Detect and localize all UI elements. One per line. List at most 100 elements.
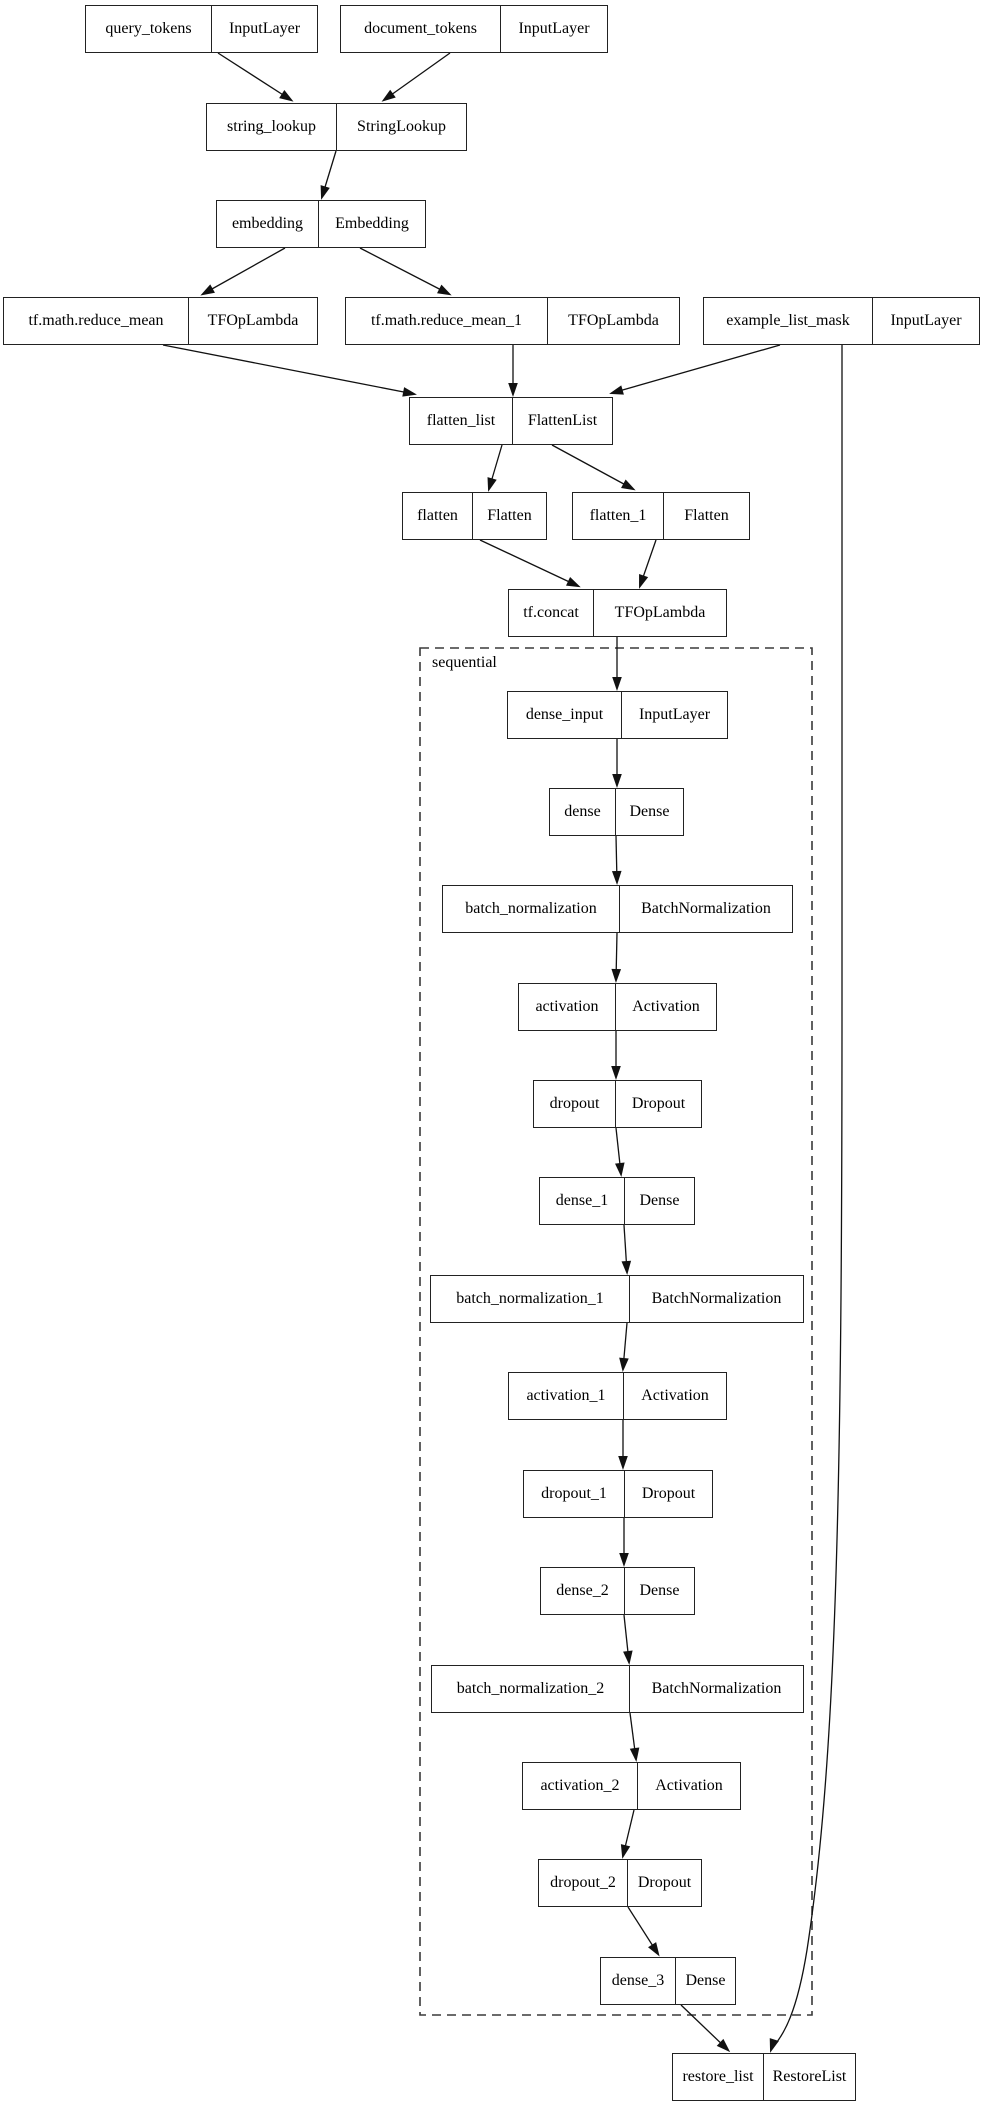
node-tf.concat: tf.concat TFOpLambda (508, 589, 727, 637)
layer-type-cell: InputLayer (638, 706, 711, 723)
node-dense_2: dense_2 Dense (540, 1567, 695, 1615)
edge-arrowhead (566, 576, 581, 588)
layer-name-cell: dropout (534, 1081, 616, 1127)
node-dropout: dropout Dropout (533, 1080, 702, 1128)
node-batch_normalization_2: batch_normalization_2 BatchNormalization (431, 1665, 804, 1713)
layer-type-cell: InputLayer (518, 20, 590, 37)
layer-name-cell: document_tokens (341, 6, 501, 52)
layer-type-cell: TFOpLambda (614, 604, 706, 621)
edge-example_list_mask-to-restore_list (771, 345, 843, 2049)
edge-query_tokens-to-string_lookup (217, 52, 292, 101)
edge-arrowhead (279, 90, 294, 102)
cluster-sequential-border (419, 647, 813, 2016)
edge-arrowhead (609, 385, 624, 395)
layer-type-cell: InputLayer (228, 20, 301, 37)
layer-type-cell: Dense (629, 803, 670, 820)
layer-type-cell: TFOpLambda (207, 312, 299, 329)
layer-type-cell: Activation (655, 1777, 723, 1794)
layer-type-cell: Flatten (487, 507, 532, 524)
layer-name-cell: dense_1 (540, 1178, 625, 1224)
cluster-label-sequential: sequential (432, 654, 497, 671)
layer-name-cell: flatten_1 (573, 493, 664, 539)
edge-arrowhead (621, 1260, 632, 1275)
edge-arrowhead (200, 284, 215, 296)
node-dropout_1: dropout_1 Dropout (523, 1470, 713, 1518)
node-document_tokens: document_tokens InputLayer (340, 5, 608, 53)
edge-arrowhead (769, 2038, 779, 2053)
layer-name-cell: restore_list (673, 2054, 764, 2100)
node-embedding: embedding Embedding (216, 200, 426, 248)
edge-arrowhead (623, 1650, 633, 1665)
node-dense: dense Dense (549, 788, 684, 836)
edge-arrowhead (611, 870, 622, 885)
layer-type-cell: BatchNormalization (651, 1290, 782, 1307)
layer-name-cell: string_lookup (207, 104, 337, 150)
node-batch_normalization: batch_normalization BatchNormalization (442, 885, 793, 933)
layer-name-cell: flatten (403, 493, 473, 539)
node-activation_2: activation_2 Activation (522, 1762, 741, 1810)
layer-type-cell: Embedding (335, 215, 409, 232)
layer-name-cell: dense_2 (541, 1568, 625, 1614)
node-dense_3: dense_3 Dense (600, 1957, 736, 2005)
layer-type-cell: Dense (639, 1582, 680, 1599)
layer-type-cell: Dropout (631, 1095, 686, 1112)
edge-arrowhead (619, 1357, 629, 1372)
layer-type-cell: RestoreList (772, 2068, 847, 2085)
edge-tf.math.reduce_mean-to-flatten_list (162, 344, 415, 395)
edge-arrowhead (629, 1747, 640, 1762)
layer-name-cell: tf.concat (509, 590, 594, 636)
layer-name-cell: dense_input (508, 692, 622, 738)
node-tf.math.reduce_mean: tf.math.reduce_mean TFOpLambda (3, 297, 318, 345)
edge-arrowhead (612, 677, 622, 691)
edge-arrowhead (508, 383, 518, 397)
layer-name-cell: activation_2 (523, 1763, 638, 1809)
node-tf.math.reduce_mean_1: tf.math.reduce_mean_1 TFOpLambda (345, 297, 680, 345)
edge-arrowhead (381, 89, 396, 102)
layer-name-cell: activation_1 (509, 1373, 624, 1419)
edge-arrowhead (619, 1553, 629, 1567)
edge-arrowhead (402, 387, 417, 397)
layer-name-cell: batch_normalization_2 (432, 1666, 630, 1712)
edge-embedding-to-tf.math.reduce_mean_1 (359, 247, 450, 295)
layer-type-cell: Dense (685, 1972, 726, 1989)
edge-arrowhead (615, 1162, 625, 1177)
edge-arrowhead (487, 477, 497, 492)
layer-type-cell: InputLayer (890, 312, 962, 329)
edge-arrowhead (611, 1066, 621, 1080)
layer-name-cell: embedding (217, 201, 319, 247)
layer-name-cell: tf.math.reduce_mean_1 (346, 298, 548, 344)
edge-arrowhead (611, 968, 622, 983)
layer-name-cell: dropout_2 (539, 1860, 628, 1906)
edge-flatten_list-to-flatten_1 (551, 444, 634, 490)
layer-type-cell: BatchNormalization (651, 1680, 782, 1697)
layer-type-cell: TFOpLambda (568, 312, 659, 329)
edge-arrowhead (437, 284, 452, 296)
layer-type-cell: Dropout (641, 1485, 696, 1502)
edge-flatten-to-tf.concat (479, 539, 579, 587)
layer-name-cell: dense (550, 789, 616, 835)
node-restore_list: restore_list RestoreList (672, 2053, 856, 2101)
layer-type-cell: Activation (632, 998, 700, 1015)
node-flatten: flatten Flatten (402, 492, 547, 540)
layer-name-cell: dropout_1 (524, 1471, 625, 1517)
layer-name-cell: tf.math.reduce_mean (4, 298, 189, 344)
layer-name-cell: batch_normalization (443, 886, 620, 932)
edge-arrowhead (618, 1456, 628, 1470)
edge-arrowhead (621, 479, 636, 491)
node-flatten_1: flatten_1 Flatten (572, 492, 750, 540)
node-activation_1: activation_1 Activation (508, 1372, 727, 1420)
edge-example_list_mask-to-flatten_list (611, 344, 781, 394)
node-dense_input: dense_input InputLayer (507, 691, 728, 739)
layer-type-cell: Flatten (684, 507, 729, 524)
layer-type-cell: Activation (641, 1387, 709, 1404)
layer-name-cell: dense_3 (601, 1958, 676, 2004)
layer-type-cell: BatchNormalization (641, 900, 771, 917)
layer-name-cell: flatten_list (410, 398, 513, 444)
layer-name-cell: example_list_mask (704, 298, 873, 344)
